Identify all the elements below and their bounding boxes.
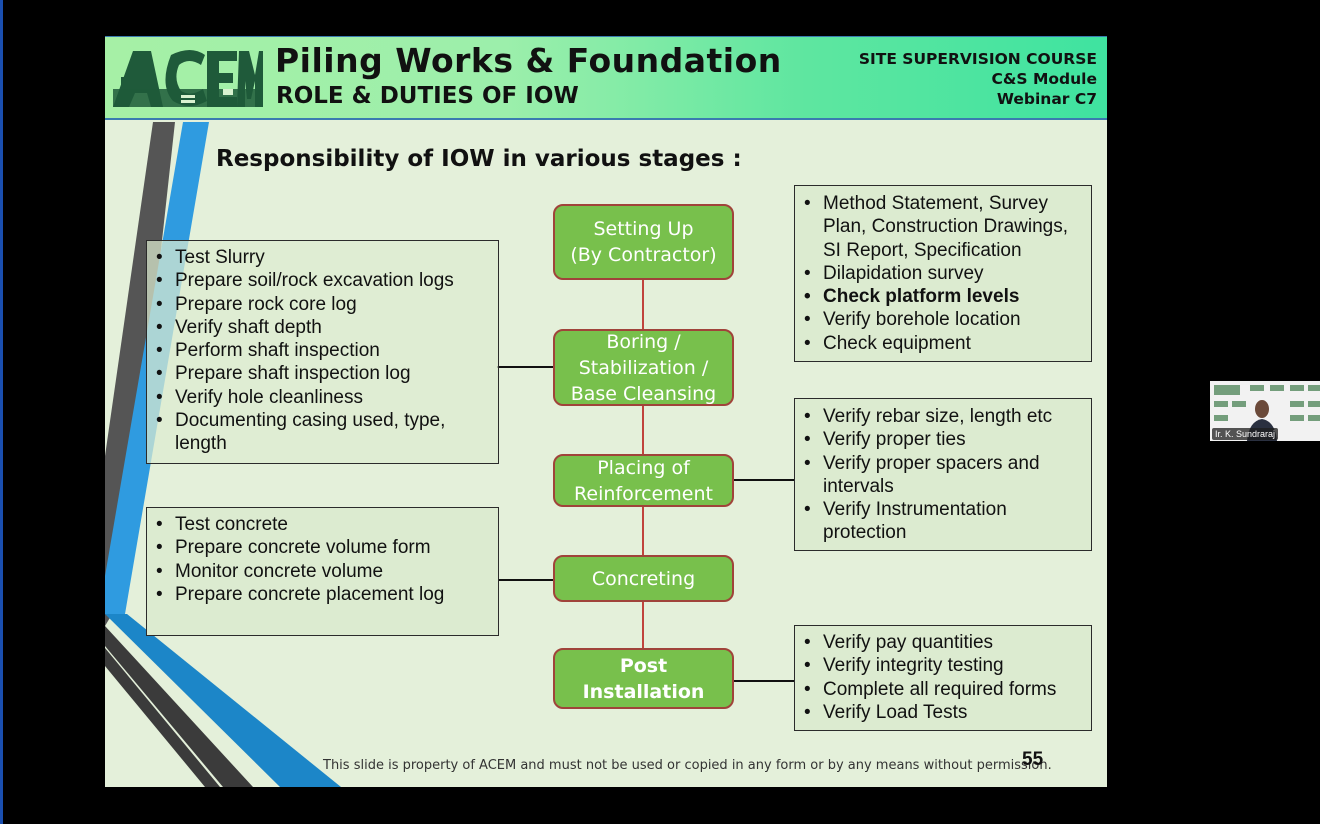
stage-label: Reinforcement — [574, 482, 713, 505]
course-info: SITE SUPERVISION COURSE C&S Module Webin… — [859, 49, 1097, 109]
duty-item: Prepare concrete volume form — [147, 536, 498, 560]
backdrop-logo — [1250, 385, 1264, 391]
connector-line — [734, 479, 794, 481]
stage-label: Stabilization / — [578, 356, 709, 379]
presentation-slide: Piling Works & Foundation ROLE & DUTIES … — [105, 36, 1107, 787]
stage-label: Post — [619, 654, 668, 677]
stage-label: Boring / — [606, 330, 681, 353]
participant-video-thumbnail[interactable]: Ir. K. Sundraraj — [1210, 381, 1320, 441]
backdrop-logo — [1214, 415, 1228, 421]
acem-logo-icon — [113, 50, 263, 107]
backdrop-logo — [1308, 385, 1320, 391]
stage-setting-up: Setting Up (By Contractor) — [553, 204, 734, 280]
duty-item: Verify borehole location — [795, 308, 1091, 332]
setting-up-duties-box: Method Statement, Survey Plan, Construct… — [794, 185, 1092, 362]
backdrop-logo — [1290, 415, 1304, 421]
stage-label: Installation — [582, 680, 705, 703]
section-heading: Responsibility of IOW in various stages … — [216, 146, 742, 172]
concreting-duties-box: Test concrete Prepare concrete volume fo… — [146, 507, 499, 636]
duty-item: Verify proper spacers and intervals — [795, 452, 1091, 499]
backdrop-logo — [1232, 401, 1246, 407]
duty-item: Prepare concrete placement log — [147, 583, 498, 607]
duty-item: Verify hole cleanliness — [147, 386, 498, 410]
connector-line — [497, 579, 553, 581]
duty-item: Verify Load Tests — [795, 701, 1091, 725]
connector-line — [642, 279, 644, 331]
duty-item: Monitor concrete volume — [147, 560, 498, 584]
duty-item: Method Statement, Survey Plan, Construct… — [795, 192, 1091, 262]
slide-subtitle: ROLE & DUTIES OF IOW — [276, 83, 579, 109]
stage-label: Placing of — [597, 456, 690, 479]
left-window-edge — [0, 0, 3, 824]
connector-line — [734, 680, 794, 682]
duty-item: Verify pay quantities — [795, 631, 1091, 655]
duty-item: Perform shaft inspection — [147, 339, 498, 363]
backdrop-logo — [1290, 385, 1304, 391]
duty-item: Check equipment — [795, 332, 1091, 356]
backdrop-logo — [1308, 401, 1320, 407]
stage-reinforcement: Placing of Reinforcement — [553, 454, 734, 507]
slide-title: Piling Works & Foundation — [275, 41, 782, 80]
connector-line — [497, 366, 553, 368]
boring-duties-box: Test Slurry Prepare soil/rock excavation… — [146, 240, 499, 464]
stage-label: Concreting — [591, 567, 696, 590]
post-installation-duties-box: Verify pay quantities Verify integrity t… — [794, 625, 1092, 731]
participant-name-label: Ir. K. Sundraraj — [1212, 428, 1279, 440]
connector-line — [642, 601, 644, 649]
stage-label: Setting Up — [593, 218, 694, 240]
reinforcement-duties-box: Verify rebar size, length etc Verify pro… — [794, 398, 1092, 551]
stage-boring: Boring / Stabilization / Base Cleansing — [553, 329, 734, 406]
backdrop-logo — [1308, 415, 1320, 421]
course-module: C&S Module — [991, 70, 1097, 88]
backdrop-logo — [1214, 401, 1228, 407]
duty-item: Prepare rock core log — [147, 293, 498, 317]
duty-item: Prepare soil/rock excavation logs — [147, 269, 498, 293]
course-name: SITE SUPERVISION COURSE — [858, 50, 1097, 68]
connector-line — [642, 506, 644, 556]
duty-item: Test Slurry — [147, 246, 498, 270]
page-number: 55 — [1022, 749, 1044, 770]
duty-item: Test concrete — [147, 513, 498, 537]
duty-item: Prepare shaft inspection log — [147, 362, 498, 386]
duty-item: Verify Instrumentation protection — [795, 498, 1091, 545]
duty-item: Complete all required forms — [795, 678, 1091, 702]
duty-item: Documenting casing used, type, length — [147, 409, 498, 456]
duty-item: Verify integrity testing — [795, 654, 1091, 678]
connector-line — [642, 404, 644, 454]
copyright-footer: This slide is property of ACEM and must … — [323, 758, 1052, 773]
backdrop-logo — [1214, 385, 1240, 395]
duty-item: Verify rebar size, length etc — [795, 405, 1091, 429]
stage-label: Base Cleansing — [570, 382, 717, 405]
backdrop-logo — [1290, 401, 1304, 407]
course-webinar: Webinar C7 — [996, 90, 1097, 108]
backdrop-logo — [1270, 385, 1284, 391]
duty-item: Check platform levels — [795, 285, 1091, 309]
duty-item: Dilapidation survey — [795, 262, 1091, 286]
stage-label: (By Contractor) — [570, 244, 717, 266]
duty-item: Verify shaft depth — [147, 316, 498, 340]
stage-concreting: Concreting — [553, 555, 734, 602]
duty-item: Verify proper ties — [795, 428, 1091, 452]
slide-header-banner: Piling Works & Foundation ROLE & DUTIES … — [105, 36, 1107, 120]
